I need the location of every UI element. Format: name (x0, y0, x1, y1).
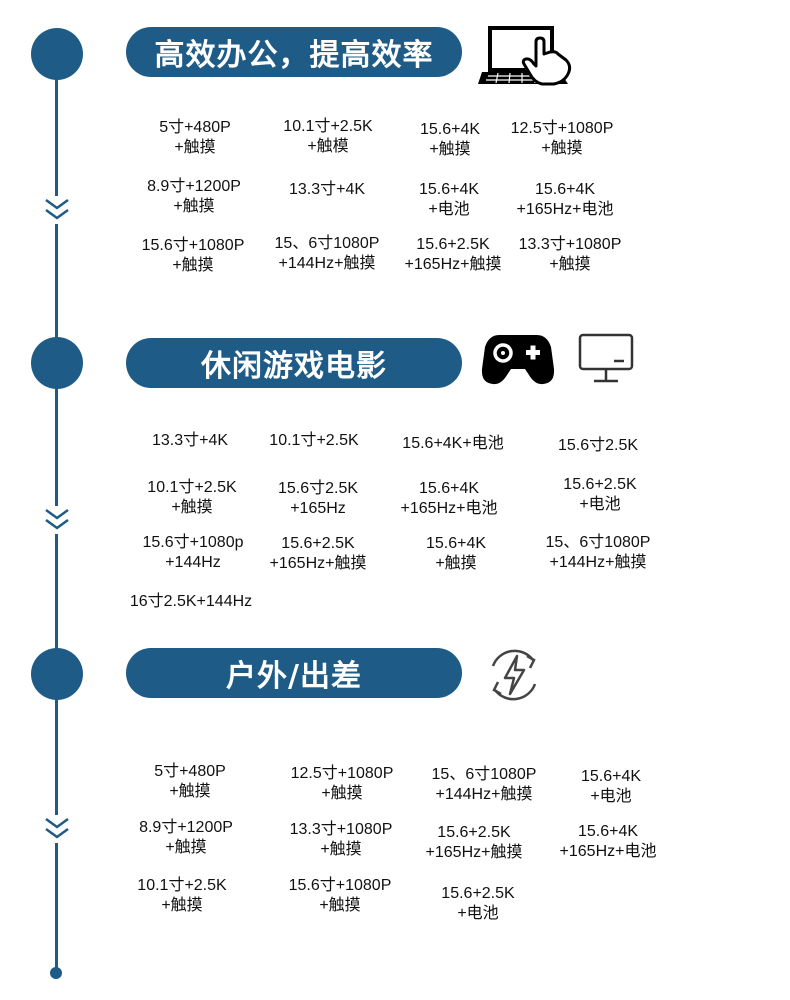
list-item: 12.5寸+1080P+触摸 (510, 120, 614, 157)
list-item: 13.3寸+4K (288, 181, 366, 198)
list-item: 15.6+4K+电池 (580, 768, 642, 805)
list-item: 15、6寸1080P+144Hz+触摸 (545, 534, 651, 571)
double-chevron-down-icon (40, 196, 74, 224)
list-item: 10.1寸+2.5K+触模 (283, 118, 373, 155)
list-item: 15.6寸+1080P+触摸 (141, 237, 245, 274)
gamepad-icon (481, 329, 555, 392)
list-item: 15.6+2.5K+电池 (563, 476, 637, 513)
section-title-office: 高效办公，提高效率 (126, 27, 462, 77)
list-item: 13.3寸+1080P+触摸 (518, 236, 622, 273)
list-item: 5寸+480P+触摸 (154, 763, 226, 800)
timeline-dot-outdoor (31, 648, 83, 700)
list-item: 15.6寸+1080P+触摸 (288, 877, 392, 914)
timeline-dot-gaming (31, 337, 83, 389)
list-item: 13.3寸+1080P+触摸 (289, 821, 393, 858)
list-item: 15.6+2.5K+电池 (441, 885, 515, 922)
power-cycle-icon (481, 642, 547, 713)
list-item: 8.9寸+1200P+触摸 (139, 819, 233, 856)
list-item: 15.6寸+1080p+144Hz (142, 534, 244, 571)
section-title-outdoor: 户外/出差 (126, 648, 462, 698)
list-item: 15.6+4K+触摸 (425, 535, 487, 572)
list-item: 8.9寸+1200P+触摸 (147, 178, 241, 215)
list-item: 15、6寸1080P+144Hz+触摸 (431, 766, 537, 803)
list-item: 16寸2.5K+144Hz (129, 593, 253, 610)
list-item: 15.6+2.5K+165Hz+触摸 (425, 824, 523, 861)
list-item: 15.6+4K+165Hz+电池 (559, 823, 657, 860)
list-item: 5寸+480P+触摸 (159, 119, 231, 156)
list-item: 12.5寸+1080P+触摸 (290, 765, 394, 802)
list-item: 15.6寸2.5K (557, 437, 639, 454)
double-chevron-down-icon (40, 815, 74, 843)
list-item: 15.6+4K+165Hz+电池 (400, 480, 498, 517)
list-item: 15.6+4K+165Hz+电池 (516, 181, 614, 218)
list-item: 10.1寸+2.5K (269, 432, 359, 449)
monitor-icon (578, 333, 636, 390)
list-item: 15.6+4K+电池 (402, 435, 504, 452)
list-item: 15.6寸2.5K+165Hz (277, 480, 359, 517)
timeline-end-dot (50, 967, 62, 979)
list-item: 15.6+2.5K+165Hz+触摸 (269, 535, 367, 572)
double-chevron-down-icon (40, 506, 74, 534)
list-item: 13.3寸+4K (151, 432, 229, 449)
list-item: 15.6+2.5K+165Hz+触摸 (404, 236, 502, 273)
list-item: 10.1寸+2.5K+触摸 (137, 877, 227, 914)
timeline-dot-office (31, 28, 83, 80)
list-item: 15.6+4K+电池 (418, 181, 480, 218)
list-item: 15.6+4K+触摸 (419, 121, 481, 158)
list-item: 15、6寸1080P+144Hz+触摸 (274, 235, 380, 272)
laptop-touch-icon (478, 24, 578, 95)
section-title-gaming: 休闲游戏电影 (126, 338, 462, 388)
list-item: 10.1寸+2.5K+触摸 (147, 479, 237, 516)
